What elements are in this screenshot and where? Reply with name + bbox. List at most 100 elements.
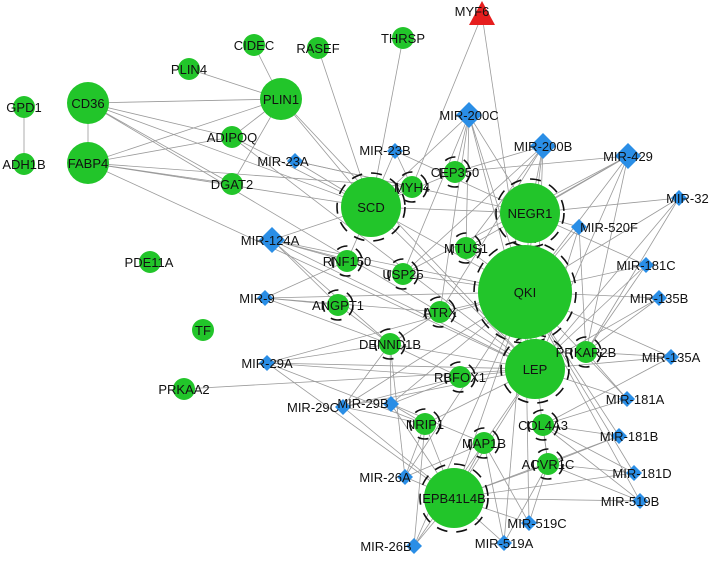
edge-mir-200c-atrx: [439, 114, 470, 313]
node-cidec[interactable]: [243, 34, 265, 56]
node-nrip1[interactable]: [414, 413, 436, 435]
node-mir-429[interactable]: [615, 143, 641, 169]
node-negr1[interactable]: [500, 183, 560, 243]
node-mir-181a[interactable]: [619, 391, 635, 407]
node-pde11a[interactable]: [139, 251, 161, 273]
node-label-cep350: CEP350: [431, 165, 479, 180]
node-mir-29a[interactable]: [259, 355, 275, 371]
node-prkar2b[interactable]: [575, 341, 597, 363]
node-label-epb41l4b: EPB41L4B: [422, 491, 486, 506]
edge-scd-lep: [370, 206, 536, 370]
node-mir-124a[interactable]: [259, 227, 285, 253]
node-mir-200b[interactable]: [530, 133, 556, 159]
node-ring-epb41l4b: [419, 463, 489, 533]
node-label-rasef: RASEF: [296, 41, 339, 56]
node-mir-200c[interactable]: [456, 102, 482, 128]
node-label-usp25: USP25: [382, 267, 423, 282]
node-mir-29c[interactable]: [335, 399, 351, 415]
node-adh1b[interactable]: [13, 153, 35, 175]
edge-mir-200b-atrx: [439, 145, 544, 313]
node-label-mir-181a: MIR-181A: [606, 392, 665, 407]
node-dennd1b[interactable]: [379, 333, 401, 355]
node-label-mir-519a: MIR-519A: [475, 536, 534, 551]
node-fabp4[interactable]: [67, 142, 109, 184]
node-dgat2[interactable]: [221, 173, 243, 195]
node-label-lep: LEP: [523, 362, 548, 377]
edge-mir-29a-rbfox1: [266, 362, 461, 378]
node-ring-dennd1b: [374, 328, 406, 360]
node-rasef[interactable]: [307, 37, 329, 59]
node-thrsp[interactable]: [392, 27, 414, 49]
node-label-qki: QKI: [514, 285, 536, 300]
node-mtus1[interactable]: [455, 237, 477, 259]
edge-mir-135a-col4a3: [542, 356, 672, 426]
node-mir-520f[interactable]: [571, 219, 587, 235]
node-label-cidec: CIDEC: [234, 38, 274, 53]
node-mir-135b[interactable]: [651, 290, 667, 306]
node-label-cd36: CD36: [71, 96, 104, 111]
node-gpd1[interactable]: [13, 96, 35, 118]
edge-mir-26a-dennd1b: [389, 343, 406, 478]
node-angpt1[interactable]: [327, 294, 349, 316]
node-acvr1c[interactable]: [537, 453, 559, 475]
edge-prkaa2-lep: [183, 368, 536, 390]
node-mir-519a[interactable]: [496, 535, 512, 551]
node-label-prkar2b: PRKAR2B: [556, 345, 617, 360]
node-mir-181b[interactable]: [611, 428, 627, 444]
node-label-negr1: NEGR1: [508, 206, 553, 221]
node-label-mir-519b: MIR-519B: [601, 494, 660, 509]
node-rnf150[interactable]: [336, 250, 358, 272]
node-mir-519b[interactable]: [632, 493, 648, 509]
node-mir-26a[interactable]: [397, 469, 413, 485]
node-cep350[interactable]: [444, 161, 466, 183]
node-map1b[interactable]: [473, 432, 495, 454]
node-myh4[interactable]: [401, 176, 423, 198]
node-label-rnf150: RNF150: [323, 254, 371, 269]
edge-mir-519b-acvr1c: [547, 463, 641, 502]
node-mir-23a[interactable]: [287, 153, 303, 169]
node-cd36[interactable]: [67, 82, 109, 124]
node-label-prkaa2: PRKAA2: [158, 382, 209, 397]
node-label-dgat2: DGAT2: [211, 177, 253, 192]
node-rbfox1[interactable]: [449, 366, 471, 388]
node-label-mir-320: MIR-320: [666, 191, 709, 206]
edge-mir-29c-rbfox1: [342, 376, 461, 408]
node-scd[interactable]: [341, 177, 401, 237]
node-adipoq[interactable]: [221, 126, 243, 148]
edge-mir-124a-lep: [271, 239, 536, 370]
node-tf[interactable]: [192, 319, 214, 341]
node-label-mir-135b: MIR-135B: [630, 291, 689, 306]
node-label-angpt1: ANGPT1: [312, 298, 364, 313]
node-plin1[interactable]: [260, 78, 302, 120]
node-epb41l4b[interactable]: [424, 468, 484, 528]
node-myf6[interactable]: [469, 1, 495, 25]
node-usp25[interactable]: [392, 263, 414, 285]
node-prkaa2[interactable]: [173, 378, 195, 400]
node-mir-23b[interactable]: [387, 143, 403, 159]
node-col4a3[interactable]: [532, 414, 554, 436]
node-mir-181c[interactable]: [638, 257, 654, 273]
node-label-mir-26b: MIR-26B: [360, 539, 411, 554]
edge-mir-519c-map1b: [483, 442, 530, 524]
node-mir-29b[interactable]: [383, 396, 399, 412]
node-label-mir-124a: MIR-124A: [241, 233, 300, 248]
node-mir-26b[interactable]: [406, 538, 422, 554]
node-lep[interactable]: [505, 339, 565, 399]
node-mir-9[interactable]: [257, 290, 273, 306]
node-ring-rnf150: [331, 245, 363, 277]
node-qki[interactable]: [478, 245, 572, 339]
node-mir-519c[interactable]: [521, 515, 537, 531]
node-plin4[interactable]: [178, 58, 200, 80]
node-mir-181d[interactable]: [626, 465, 642, 481]
edge-myf6-myh4: [411, 14, 483, 188]
node-label-map1b: MAP1B: [462, 436, 506, 451]
node-ring-scd: [336, 172, 406, 242]
node-mir-320[interactable]: [671, 190, 687, 206]
node-label-thrsp: THRSP: [381, 31, 425, 46]
node-atrx[interactable]: [429, 301, 451, 323]
edge-layer: [23, 14, 680, 547]
edge-mir-181d-col4a3: [542, 424, 635, 474]
node-mir-135a[interactable]: [663, 349, 679, 365]
edge-mir-181d-epb41l4b: [453, 472, 635, 499]
